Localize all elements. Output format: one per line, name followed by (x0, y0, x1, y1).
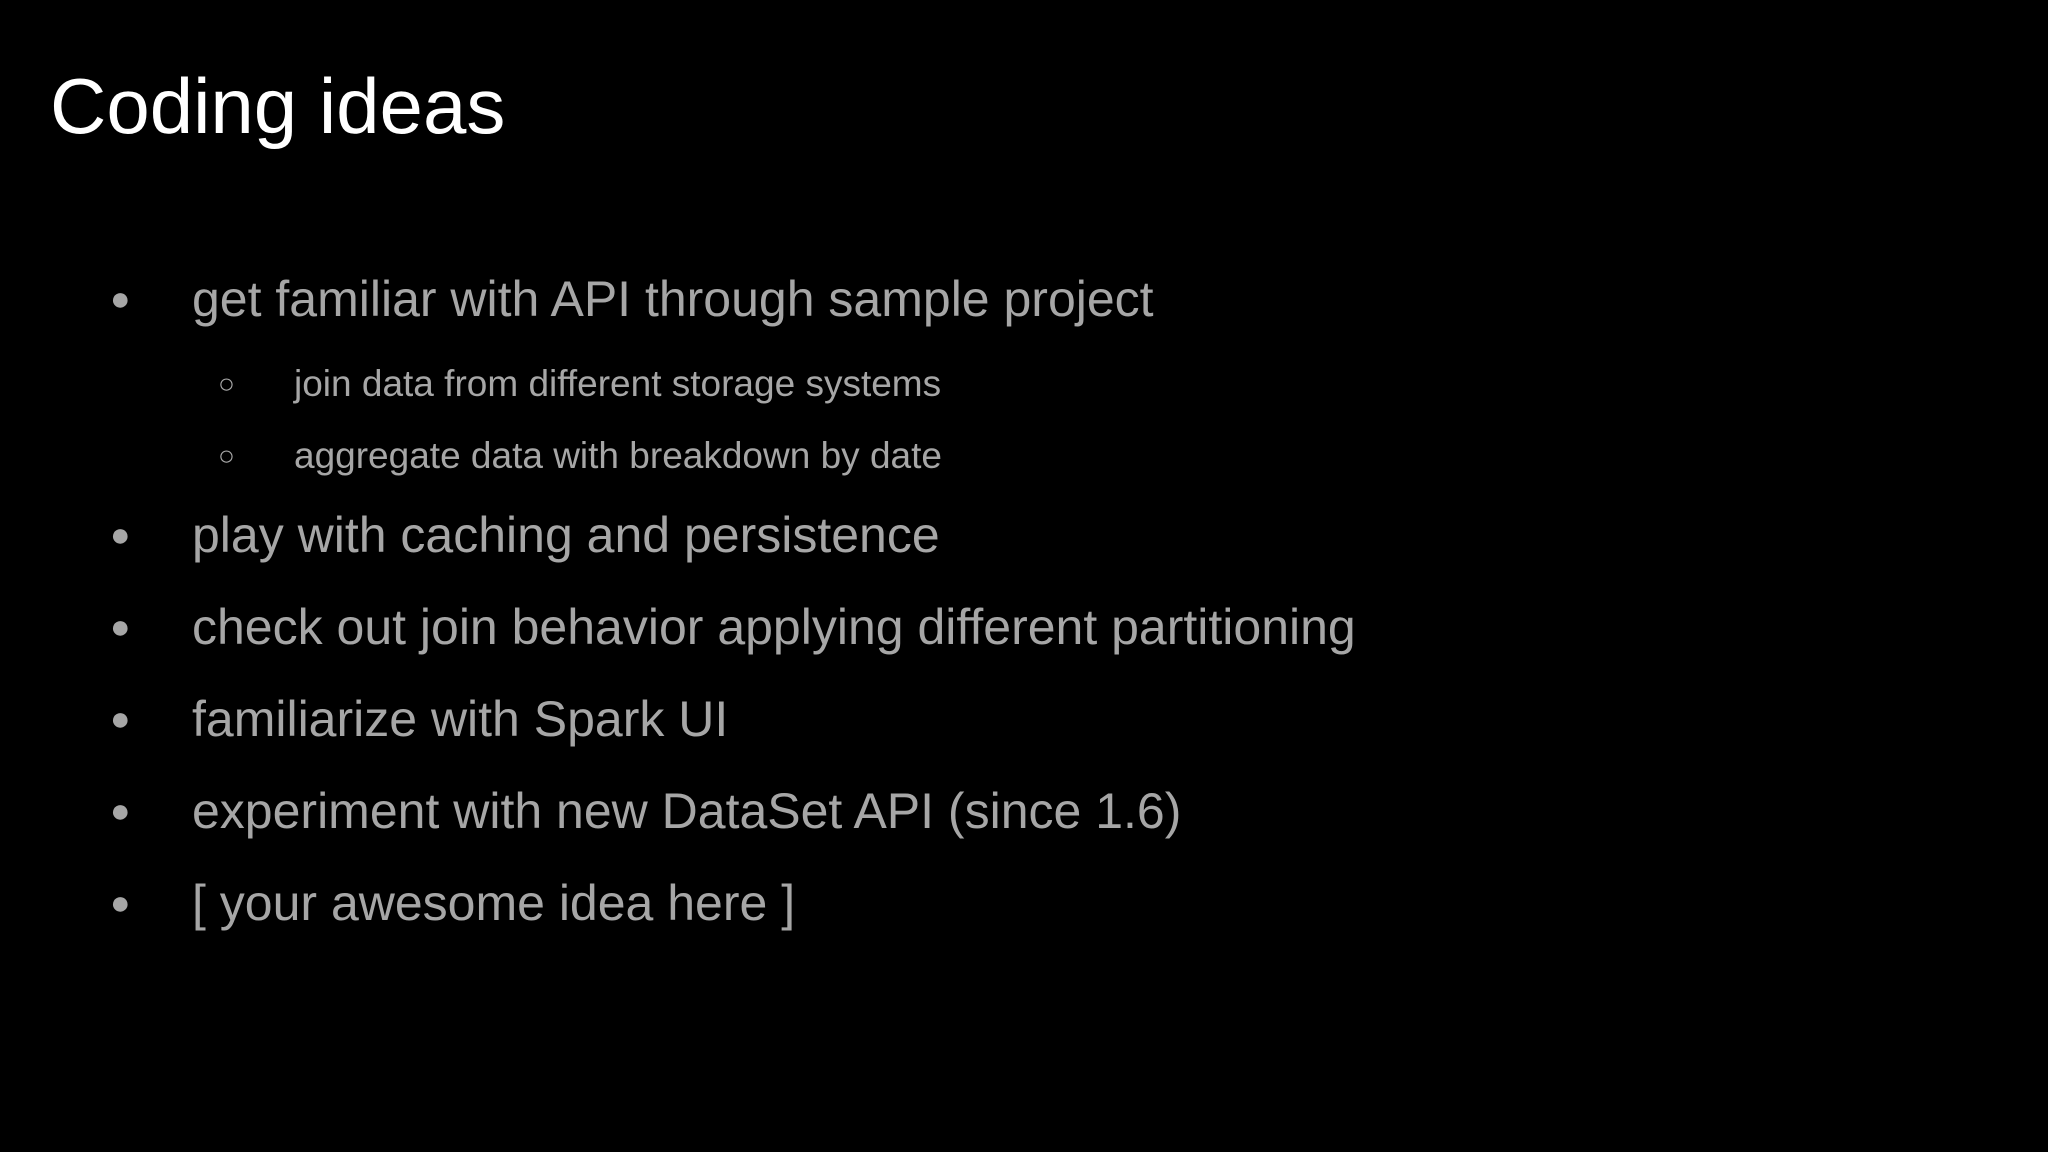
bullet-item: ● check out join behavior applying diffe… (110, 597, 1356, 657)
sub-bullet-icon: ○ (218, 440, 235, 471)
bullet-text: get familiar with API through sample pro… (192, 271, 1154, 327)
bullet-item: ● [ your awesome idea here ] (110, 873, 795, 933)
bullet-text: experiment with new DataSet API (since 1… (192, 783, 1182, 839)
bullet-icon: ● (110, 884, 131, 922)
sub-bullet-item: ○ join data from different storage syste… (218, 362, 941, 406)
bullet-text: check out join behavior applying differe… (192, 599, 1356, 655)
bullet-icon: ● (110, 700, 131, 738)
sub-bullet-text: aggregate data with breakdown by date (294, 435, 942, 476)
bullet-icon: ● (110, 516, 131, 554)
slide-title: Coding ideas (50, 62, 506, 150)
bullet-text: [ your awesome idea here ] (192, 875, 796, 931)
bullet-text: play with caching and persistence (192, 507, 940, 563)
bullet-icon: ● (110, 608, 131, 646)
sub-bullet-icon: ○ (218, 368, 235, 399)
bullet-icon: ● (110, 280, 131, 318)
sub-bullet-text: join data from different storage systems (294, 363, 942, 404)
bullet-item: ● get familiar with API through sample p… (110, 269, 1154, 329)
bullet-text: familiarize with Spark UI (192, 691, 729, 747)
bullet-item: ● experiment with new DataSet API (since… (110, 781, 1181, 841)
bullet-icon: ● (110, 792, 131, 830)
bullet-item: ● play with caching and persistence (110, 505, 940, 565)
sub-bullet-item: ○ aggregate data with breakdown by date (218, 434, 942, 478)
bullet-item: ● familiarize with Spark UI (110, 689, 728, 749)
